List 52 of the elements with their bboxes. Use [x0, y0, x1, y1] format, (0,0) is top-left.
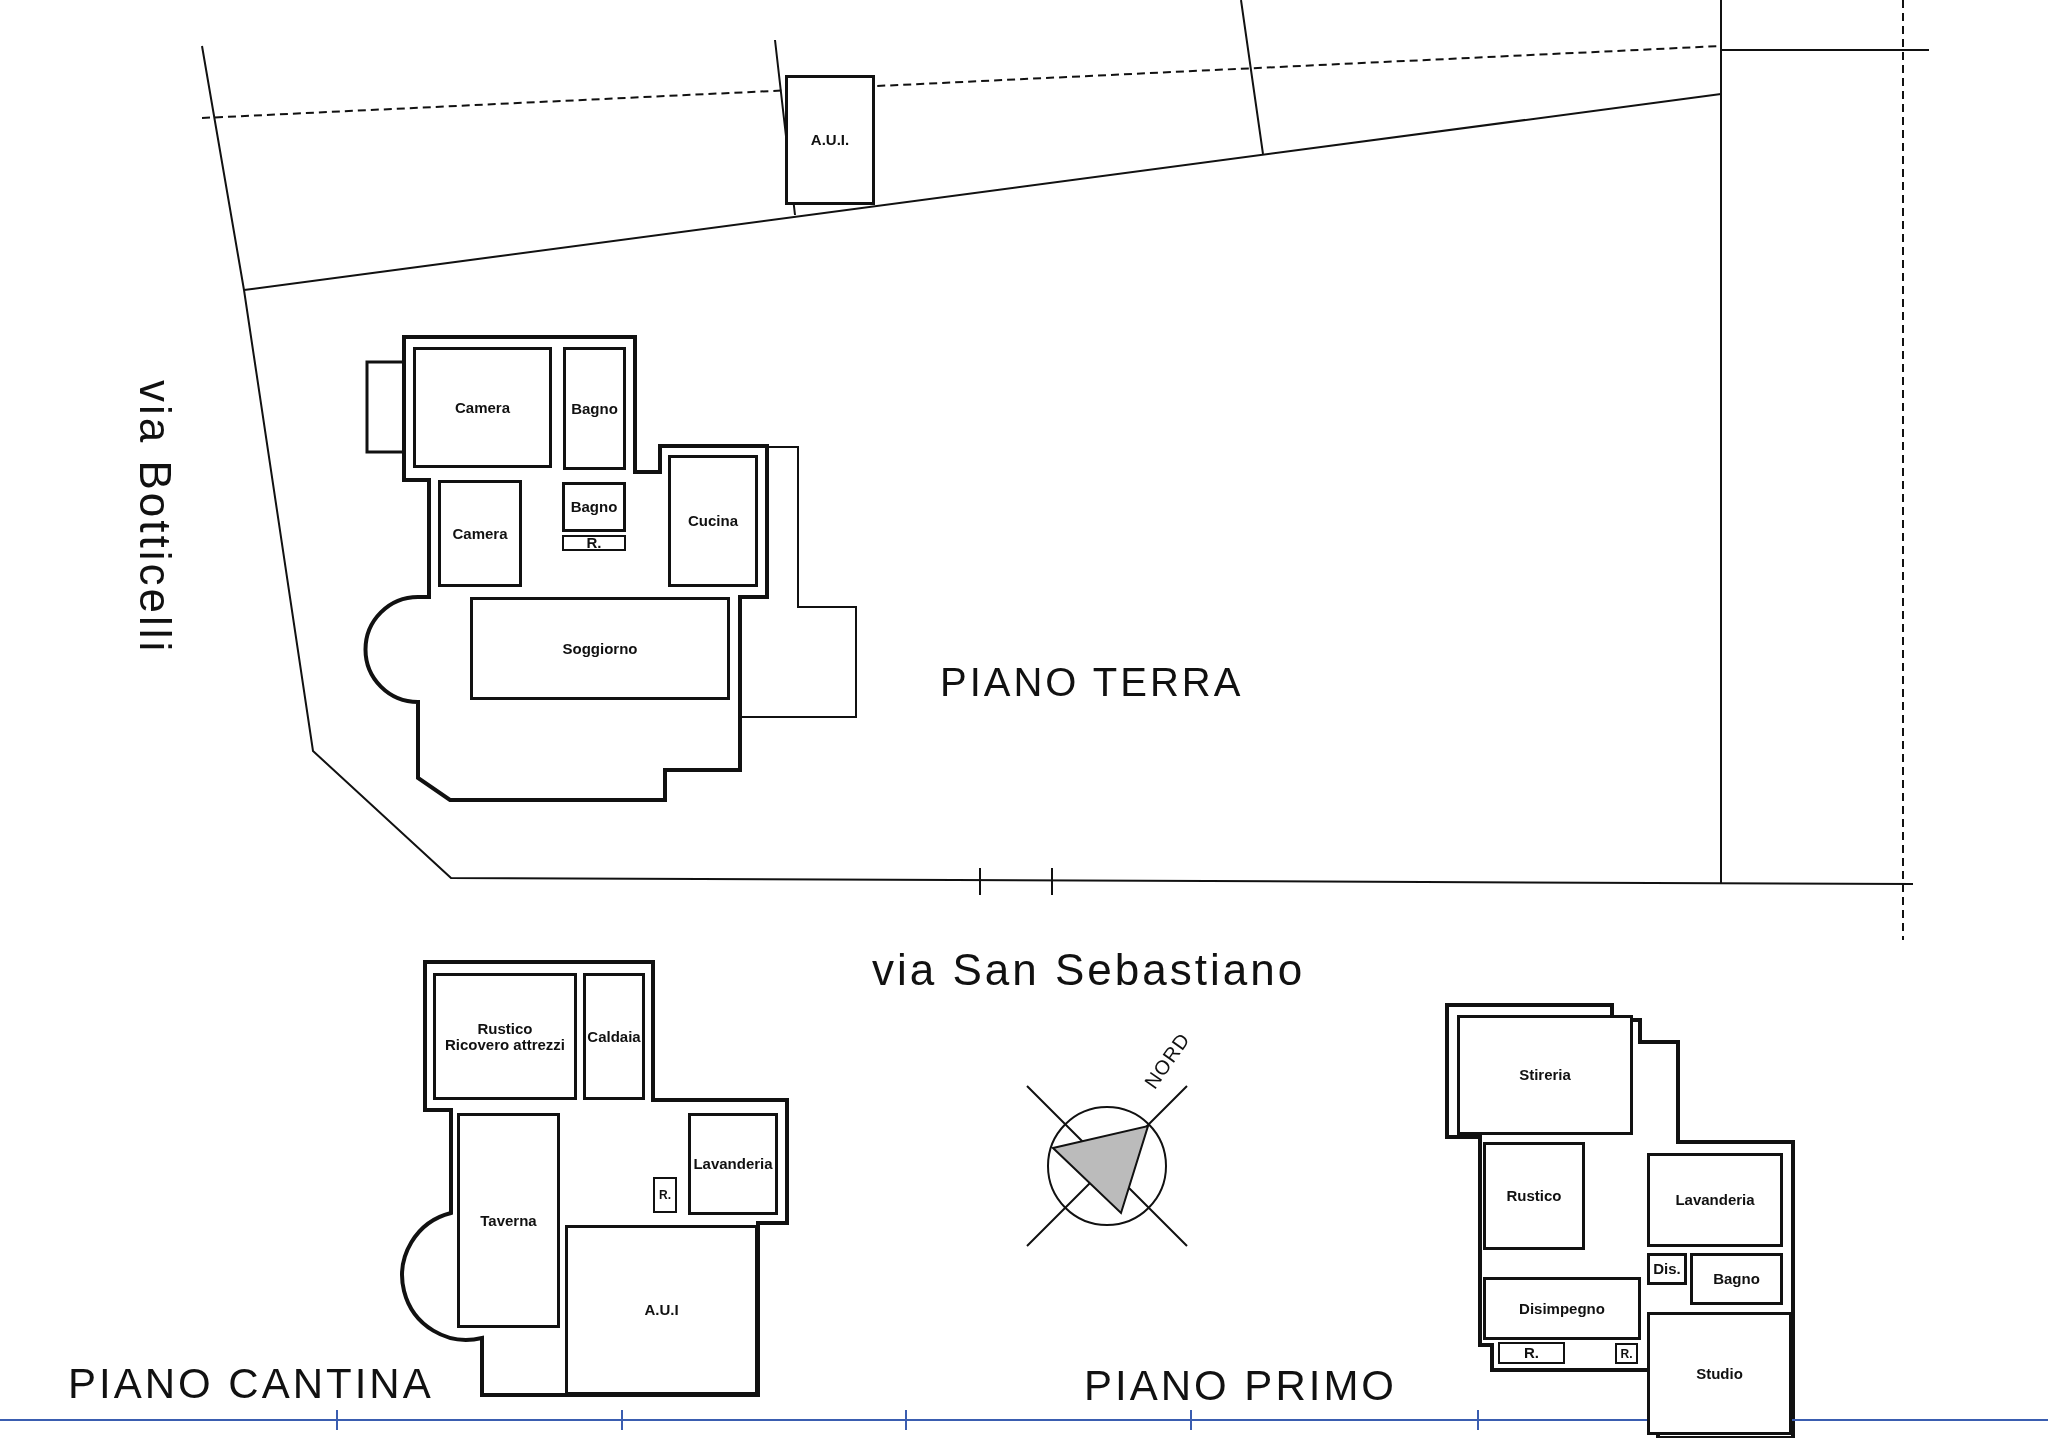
- room: [1483, 1277, 1641, 1340]
- floor-title: PIANO TERRA: [940, 660, 1244, 705]
- room: [562, 482, 626, 532]
- street-name: via San Sebastiano: [872, 945, 1306, 995]
- room: [1457, 1015, 1633, 1135]
- room: [1647, 1253, 1687, 1285]
- room: [470, 597, 730, 700]
- room-label: Bagno: [571, 400, 618, 417]
- outdoor-area: [565, 1225, 758, 1395]
- plot-area: [785, 75, 875, 205]
- room-label: Rustico: [1506, 1188, 1562, 1204]
- room-label: R.: [586, 535, 602, 551]
- room-label: Disimpegno: [1519, 1300, 1605, 1317]
- room-label: Lavanderia: [693, 1156, 773, 1172]
- room-label: Bagno: [570, 499, 618, 515]
- storage-room: [653, 1177, 677, 1213]
- room-label: Bagno: [1713, 1271, 1760, 1287]
- room-label: Rustico: [477, 1020, 533, 1037]
- storage-room: [562, 535, 626, 551]
- room: [413, 347, 552, 468]
- room-label: A.U.I: [644, 1302, 679, 1318]
- room: [1690, 1253, 1783, 1305]
- room-label: Caldaia: [587, 1028, 641, 1045]
- room-label: Dis.: [1653, 1261, 1681, 1277]
- room: [1483, 1142, 1585, 1250]
- room: [668, 455, 758, 587]
- storage-room: [1498, 1342, 1565, 1364]
- room-label: Camera: [452, 525, 508, 542]
- room-label: Taverna: [480, 1212, 537, 1229]
- floor-title: PIANO CANTINA: [68, 1360, 434, 1408]
- room-label: Ricovero attrezzi: [444, 1036, 565, 1053]
- room: [563, 347, 626, 470]
- room: [1647, 1153, 1783, 1247]
- room-label: R.: [1620, 1345, 1633, 1362]
- room-label: Soggiorno: [562, 640, 638, 657]
- room-label: Stireria: [1519, 1067, 1571, 1083]
- room: [583, 973, 645, 1100]
- room-label: R.: [1524, 1345, 1539, 1361]
- room: [457, 1113, 560, 1328]
- room: [1647, 1312, 1792, 1435]
- room: [433, 973, 577, 1100]
- room-label: Studio: [1696, 1365, 1743, 1382]
- room-label: A.U.I.: [810, 132, 850, 148]
- street-name: via Botticelli: [130, 380, 180, 655]
- room-label: R.: [659, 1187, 671, 1203]
- room-label: Lavanderia: [1675, 1192, 1755, 1208]
- room: [688, 1113, 778, 1215]
- room-label: Cucina: [688, 513, 738, 529]
- storage-room: [1615, 1343, 1638, 1364]
- room: [438, 480, 522, 587]
- floor-title: PIANO PRIMO: [1084, 1362, 1398, 1410]
- room-label: Camera: [454, 399, 510, 416]
